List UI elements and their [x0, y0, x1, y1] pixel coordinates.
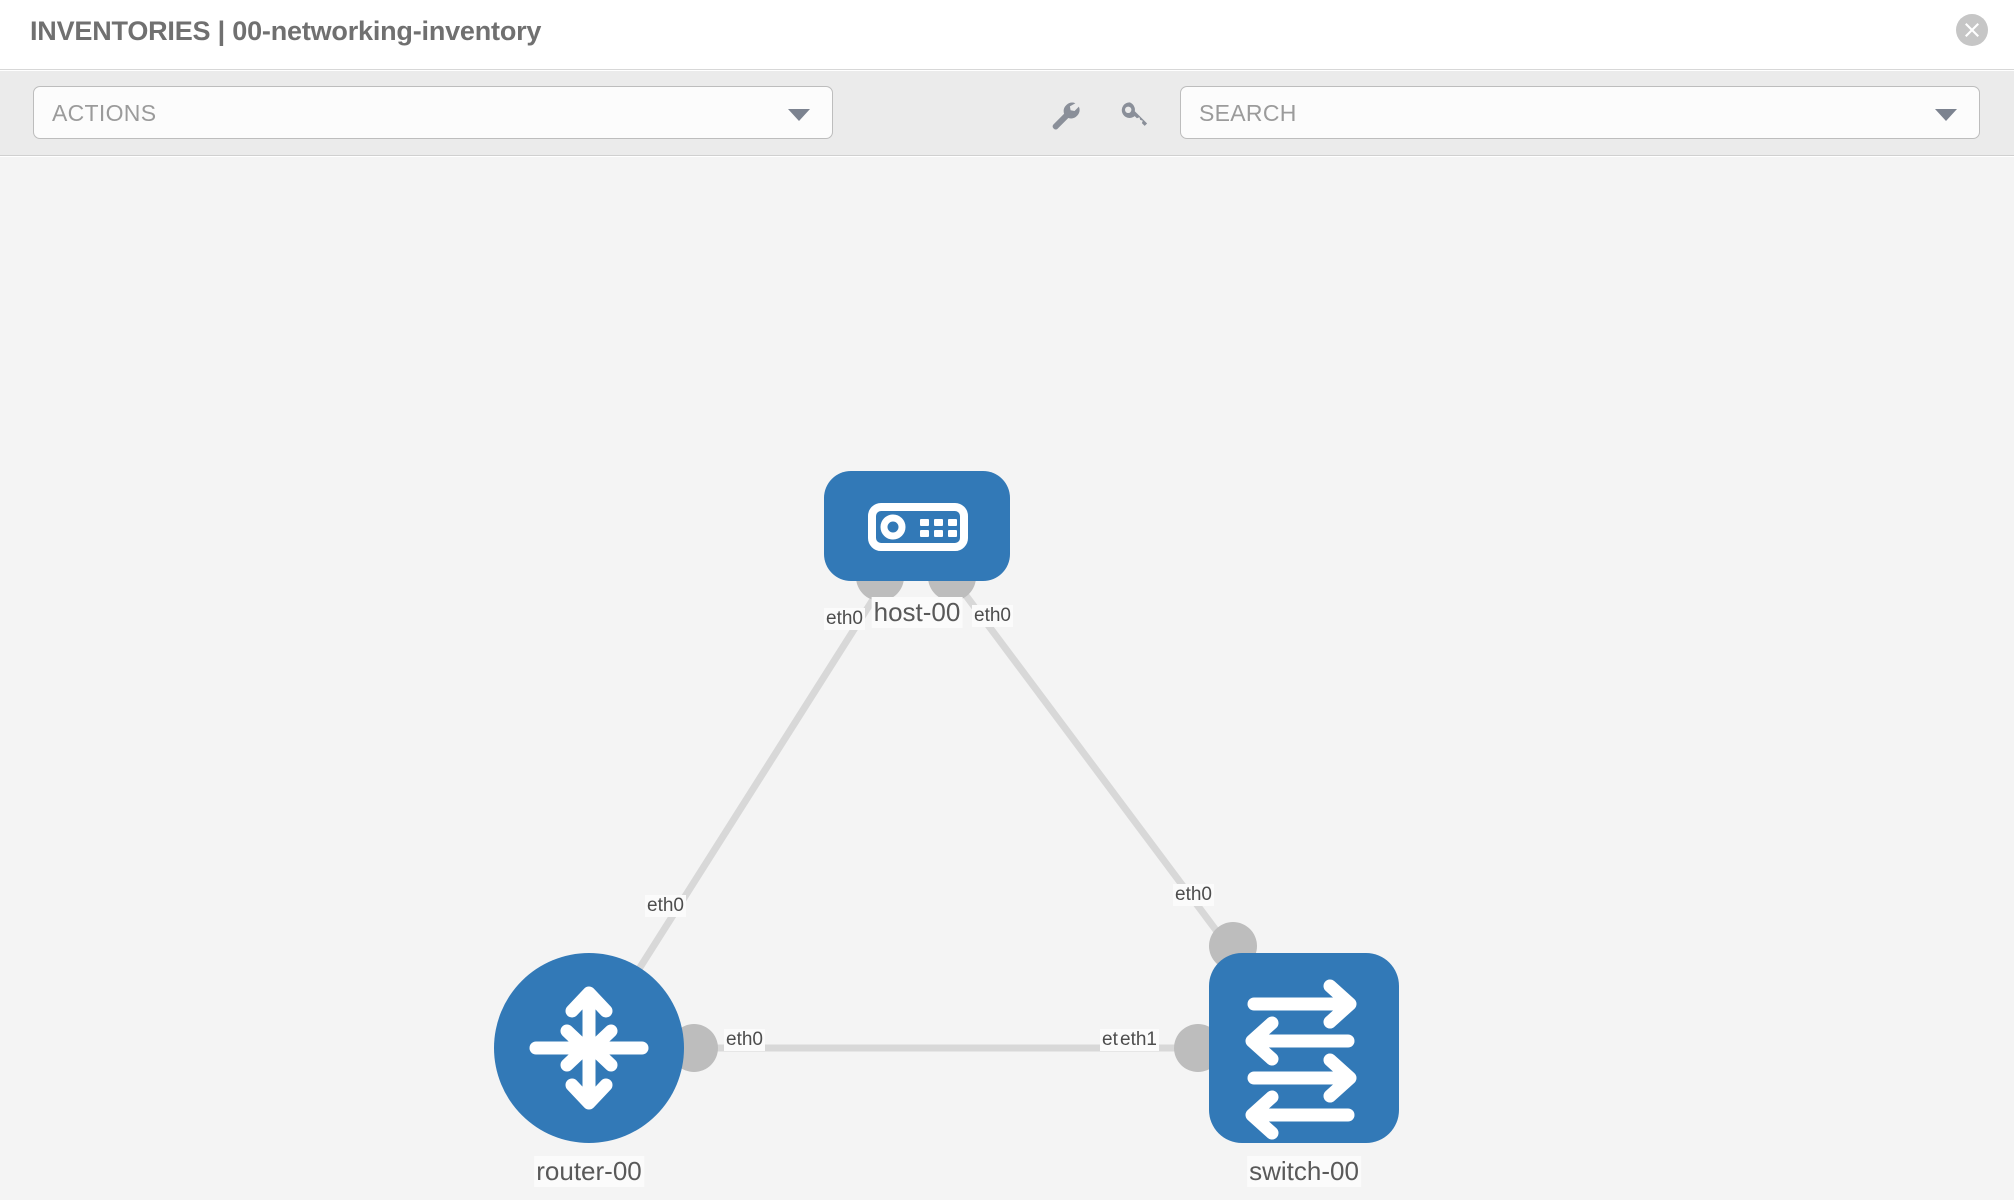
topology-canvas[interactable]: host-00 router-00 switch-00 eth0 eth0 et…	[0, 157, 2014, 1200]
search-placeholder: SEARCH	[1199, 100, 1297, 126]
iface-label: eth0	[645, 895, 686, 917]
node-router-00	[494, 953, 684, 1143]
wrench-icon[interactable]	[1048, 98, 1082, 132]
server-icon	[868, 503, 968, 551]
switch-arrows-icon	[1245, 979, 1357, 1140]
iface-label: eth0	[1173, 884, 1214, 906]
node-label-router-00: router-00	[534, 1156, 644, 1187]
node-label-host-00: host-00	[871, 597, 963, 628]
key-icon[interactable]	[1117, 98, 1151, 132]
node-label-switch-00: switch-00	[1247, 1156, 1361, 1187]
iface-label: eth1	[1118, 1029, 1159, 1051]
toolbar: ACTIONS SEARCH	[0, 71, 2014, 156]
chevron-down-icon	[788, 109, 810, 121]
actions-dropdown[interactable]: ACTIONS	[33, 86, 833, 139]
chevron-down-icon	[1935, 109, 1957, 121]
topology-graph	[494, 471, 1399, 1143]
title-bar: INVENTORIES | 00-networking-inventory	[0, 0, 2014, 70]
iface-label: eth0	[724, 1029, 765, 1051]
node-host-00	[824, 471, 1010, 581]
page-title: INVENTORIES | 00-networking-inventory	[30, 16, 542, 46]
iface-label: eth0	[972, 605, 1013, 627]
close-icon[interactable]	[1956, 14, 1988, 46]
iface-label: eth0	[824, 608, 865, 630]
router-arrows-icon	[529, 986, 649, 1110]
node-switch-00	[1209, 953, 1399, 1143]
topology-connectors	[670, 553, 1257, 1072]
search-input[interactable]: SEARCH	[1180, 86, 1980, 139]
actions-dropdown-label: ACTIONS	[52, 100, 157, 126]
